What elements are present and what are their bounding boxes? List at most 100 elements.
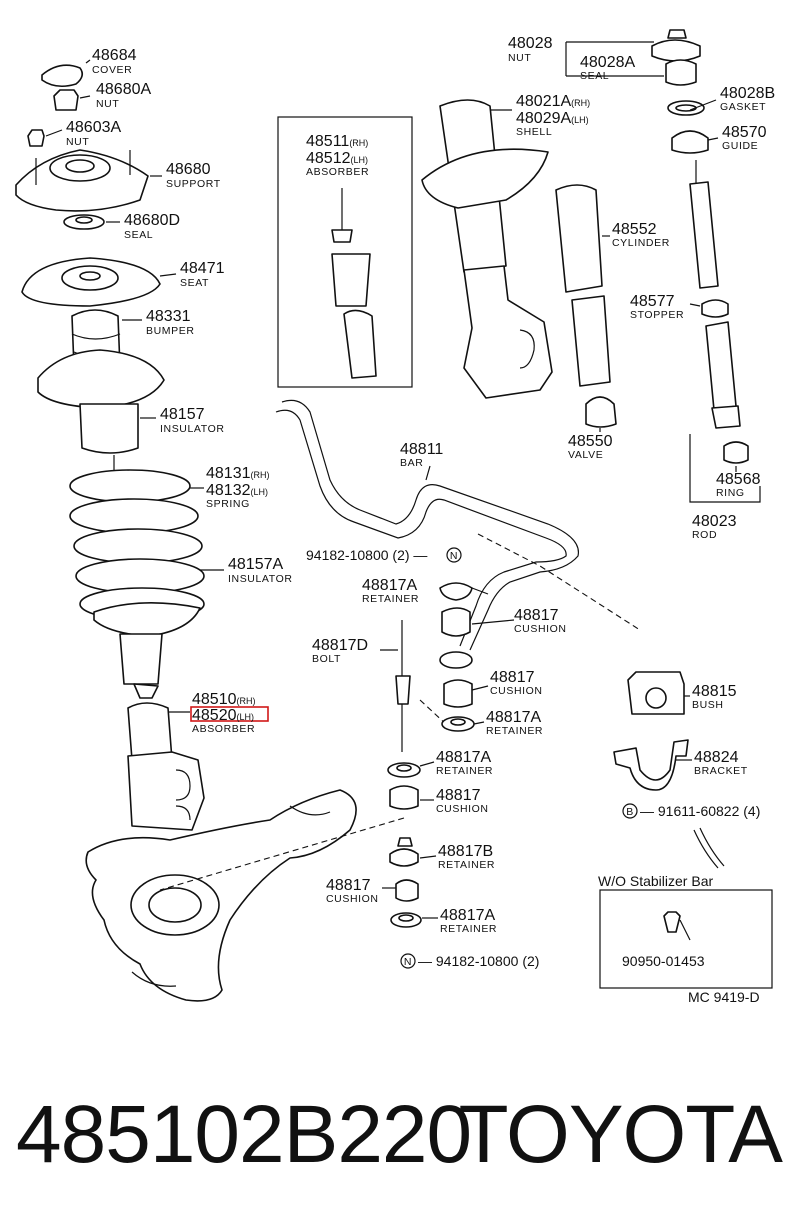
part-code: 485102B220 [16, 1089, 472, 1180]
bracket-48824-drawing [613, 739, 689, 791]
nut-symbol-top [446, 547, 462, 563]
part-48817B-name: RETAINER [438, 859, 495, 871]
part-48817A-2-number: 48817A [486, 709, 541, 726]
strut-absorber-48510-drawing [119, 633, 205, 831]
nut-48028-drawing [651, 29, 701, 62]
part-48815-number: 48815 [692, 683, 737, 700]
part-48512-name: ABSORBER [306, 166, 369, 178]
spring-48131-drawing [69, 455, 205, 621]
bolt-48817D-drawing [395, 620, 411, 752]
part-48023-name: ROD [692, 529, 717, 541]
inset-clip-drawing [663, 911, 681, 933]
part-48577-number: 48577 [630, 293, 675, 310]
part-48023-number: 48023 [692, 513, 737, 530]
part-48817-1-name: CUSHION [514, 623, 567, 635]
stopper-48577-drawing [701, 299, 729, 318]
part-48157A-number: 48157A [228, 556, 283, 573]
part-48680-number: 48680 [166, 161, 211, 178]
ring-48568-drawing [723, 441, 749, 464]
part-48817-2-name: CUSHION [490, 685, 543, 697]
cushion-48817-4-drawing [395, 879, 419, 902]
part-48550-number: 48550 [568, 433, 613, 450]
part-48817-2-number: 48817 [490, 669, 535, 686]
part-48331-number: 48331 [146, 308, 191, 325]
nut-symbol-top-letter: N [450, 550, 458, 562]
part-48568-name: RING [716, 487, 745, 499]
part-48132-number: 48132(LH) [206, 482, 268, 499]
guide-48570-drawing [671, 130, 709, 154]
part-48131-number: 48131(RH) [206, 465, 270, 482]
part-48817A-1-name: RETAINER [362, 593, 419, 605]
part-48552-number: 48552 [612, 221, 657, 238]
part-48817A-3-name: RETAINER [436, 765, 493, 777]
support-48680-drawing [15, 149, 149, 212]
rod-lower-drawing [705, 321, 741, 429]
shell-48021A-drawing [421, 99, 553, 399]
stabilizer-bar-48811-drawing [275, 399, 580, 651]
part-48577-name: STOPPER [630, 309, 684, 321]
absorber-box [277, 116, 413, 388]
part-48512-number: 48512(LH) [306, 150, 368, 167]
seat-48471-drawing [21, 257, 161, 307]
part-48029A-name: SHELL [516, 126, 552, 138]
part-48570-name: GUIDE [722, 140, 758, 152]
part-48817D-name: BOLT [312, 653, 341, 665]
part-48028B-name: GASKET [720, 101, 766, 113]
part-48550-name: VALVE [568, 449, 603, 461]
retainer-48817A-3-drawing [387, 762, 421, 778]
part-48680D-name: SEAL [124, 229, 153, 241]
bush-48815-drawing [627, 671, 685, 715]
bolt-standard: — 91611-60822 (4) [640, 803, 760, 819]
part-48817-3-name: CUSHION [436, 803, 489, 815]
part-48603A-number: 48603A [66, 119, 121, 136]
part-48157-name: INSULATOR [160, 423, 225, 435]
nut-symbol-bottom [400, 953, 416, 969]
leader-lines [45, 41, 737, 941]
part-48680-name: SUPPORT [166, 178, 221, 190]
knuckle-drawing [85, 789, 357, 1002]
inset-title: W/O Stabilizer Bar [598, 873, 713, 889]
part-48684-number: 48684 [92, 47, 137, 64]
part-48817A-3-number: 48817A [436, 749, 491, 766]
parts-diagram: 48684 COVER 48680A NUT 48603A NUT 48680 … [15, 29, 775, 1005]
part-48603A-name: NUT [66, 136, 89, 148]
part-48511-number: 48511(RH) [306, 133, 368, 150]
cushion-link-drawing [439, 651, 473, 669]
nut-standard-top: 94182-10800 (2) — [306, 547, 427, 563]
bolt-symbol [622, 803, 638, 819]
part-48570-number: 48570 [722, 124, 767, 141]
cushion-48817-3-drawing [389, 785, 419, 810]
part-48510-number: 48510(RH) [192, 691, 256, 708]
part-48817A-4-number: 48817A [440, 907, 495, 924]
retainer-48817A-4-drawing [390, 912, 422, 928]
insulator-48157A-drawing [93, 602, 201, 637]
part-48817B-number: 48817B [438, 843, 493, 860]
part-48520-name: ABSORBER [192, 723, 255, 735]
figure-code: MC 9419-D [688, 989, 760, 1005]
insulator-48157-drawing [37, 349, 165, 454]
part-48824-name: BRACKET [694, 765, 748, 777]
part-48028-name: NUT [508, 52, 531, 64]
part-48021A-number: 48021A(RH) [516, 93, 590, 110]
part-48132-name: SPRING [206, 498, 250, 510]
highlight-box [190, 706, 269, 722]
part-48817A-1-number: 48817A [362, 577, 417, 594]
part-48817-4-number: 48817 [326, 877, 371, 894]
nut-symbol-bottom-letter: N [404, 956, 412, 968]
part-48471-number: 48471 [180, 260, 225, 277]
rod-48023-drawing [689, 160, 719, 289]
seal-48028A-drawing [665, 59, 697, 86]
inset-frame [599, 889, 773, 989]
part-48029A-number: 48029A(LH) [516, 110, 589, 127]
part-48028B-number: 48028B [720, 85, 775, 102]
part-48520-number[interactable]: 48520(LH) [192, 707, 254, 724]
part-48157A-name: INSULATOR [228, 573, 293, 585]
part-48471-name: SEAT [180, 277, 209, 289]
brand-name: TOYOTA [458, 1089, 783, 1180]
nut-48603A-drawing [27, 129, 45, 147]
retainer-48817A-2-drawing [441, 716, 475, 732]
cushion-48817-2-drawing [443, 679, 473, 708]
part-48331-name: BUMPER [146, 325, 195, 337]
part-48811-number: 48811 [400, 441, 443, 458]
cushion-48817-1-drawing [441, 607, 471, 637]
